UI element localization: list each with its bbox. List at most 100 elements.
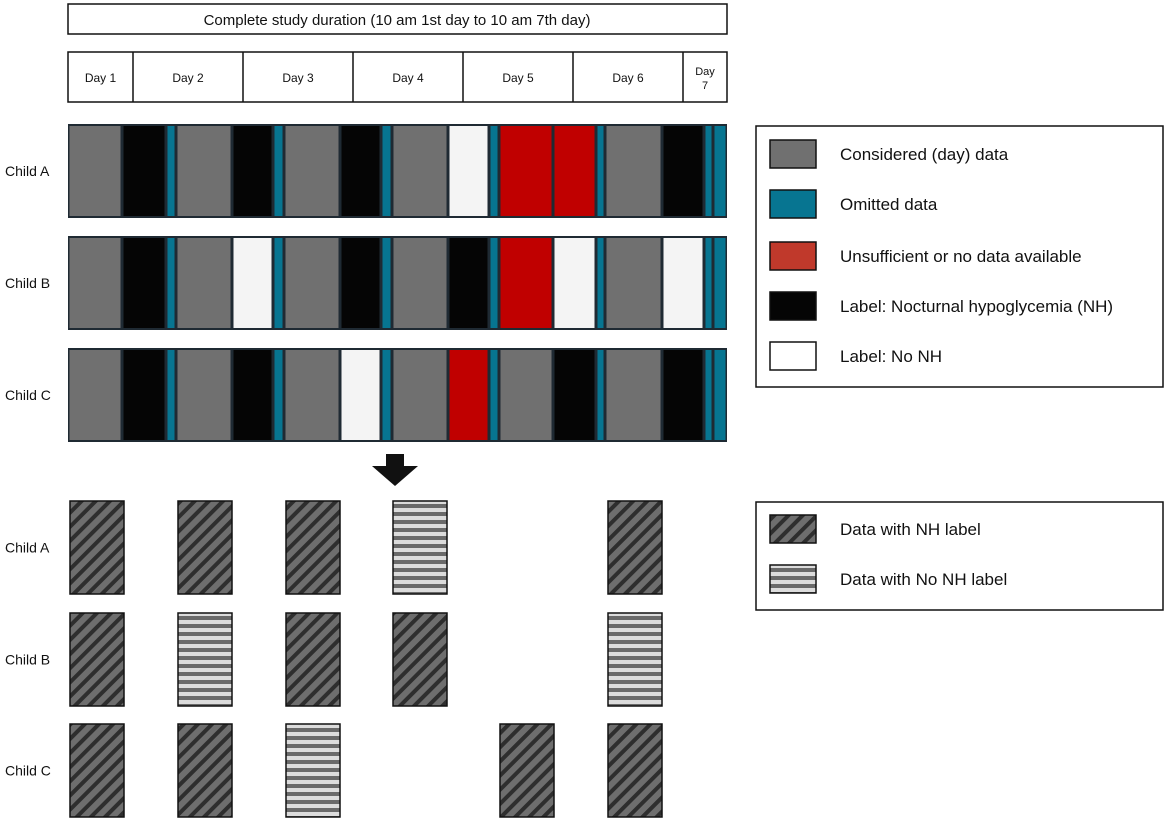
sample-cell-nh <box>499 723 555 818</box>
segment-omitted <box>167 350 175 440</box>
sample-cell-nh <box>177 723 233 818</box>
segment-omitted <box>167 126 175 216</box>
legend-label: Unsufficient or no data available <box>840 247 1082 266</box>
sample-row-label: Child B <box>5 652 50 668</box>
legend-label: Data with No NH label <box>840 570 1007 589</box>
segment-omitted <box>714 126 726 216</box>
segment-omitted <box>382 350 391 440</box>
segment-considered <box>393 350 447 440</box>
legend-top-frame <box>755 125 1164 388</box>
segment-omitted <box>714 238 726 328</box>
segment-nonh <box>341 350 380 440</box>
segment-nonh <box>663 238 703 328</box>
sample-cell-nh <box>69 612 125 707</box>
sample-row-label: Child A <box>5 540 50 556</box>
sample-cell-nonh <box>177 612 233 707</box>
segment-nh <box>663 126 703 216</box>
sample-row-label: Child C <box>5 763 51 779</box>
day-label: Day 4 <box>392 71 424 85</box>
day-label: Day 1 <box>85 71 117 85</box>
segment-considered <box>69 350 121 440</box>
child-label: Child A <box>5 163 50 179</box>
segment-considered <box>606 238 661 328</box>
segment-nh <box>341 126 380 216</box>
sample-cell-nonh <box>607 612 663 707</box>
sample-cell-nh <box>285 612 341 707</box>
sample-cell-nh <box>69 723 125 818</box>
legend-label: Label: Nocturnal hypoglycemia (NH) <box>840 297 1113 316</box>
legend-swatch-insufficient <box>769 241 817 271</box>
segment-omitted <box>274 238 283 328</box>
legend-label: Omitted data <box>840 195 938 214</box>
child-bar-row: Child B <box>5 236 727 330</box>
segment-omitted <box>167 238 175 328</box>
segment-considered <box>500 350 552 440</box>
day-label: Day 6 <box>612 71 644 85</box>
sample-row: Child A <box>5 500 663 595</box>
legend-label: Label: No NH <box>840 347 942 366</box>
legend-bottom-frame <box>755 501 1164 611</box>
segment-nh <box>341 238 380 328</box>
segment-nonh <box>554 238 595 328</box>
day-label: Day 3 <box>282 71 314 85</box>
sample-row: Child C <box>5 723 663 818</box>
segment-nh <box>233 126 272 216</box>
segment-omitted <box>705 350 712 440</box>
segment-nh <box>123 126 165 216</box>
legend-swatch-nonh <box>769 341 817 371</box>
segment-omitted <box>597 126 604 216</box>
segment-omitted <box>274 126 283 216</box>
segment-considered <box>177 126 231 216</box>
segment-considered <box>285 238 339 328</box>
child-bars: Child A Child B Child C <box>5 124 727 442</box>
sample-cell-nh <box>392 612 448 707</box>
day-label: Day 2 <box>172 71 204 85</box>
legend-swatch-omitted <box>769 189 817 219</box>
study-duration-box <box>67 3 728 35</box>
sample-cell-nonh <box>392 500 448 595</box>
segment-omitted <box>705 126 712 216</box>
legend-swatch-nh <box>769 291 817 321</box>
sample-grid: Child A Child B Child C <box>5 500 663 818</box>
legend-label: Considered (day) data <box>840 145 1009 164</box>
segment-considered <box>69 238 121 328</box>
segment-omitted <box>382 238 391 328</box>
study-duration-header: Complete study duration (10 am 1st day t… <box>67 3 728 35</box>
sample-cell-nh <box>607 723 663 818</box>
segment-omitted <box>714 350 726 440</box>
legend-swatch-considered <box>769 139 817 169</box>
segment-considered <box>285 350 339 440</box>
legend-swatch-nh <box>769 514 817 544</box>
segment-omitted <box>382 126 391 216</box>
segment-nh <box>233 350 272 440</box>
segment-insufficient <box>449 350 488 440</box>
segment-insufficient <box>500 238 552 328</box>
sample-cell-nh <box>177 500 233 595</box>
segment-omitted <box>490 350 498 440</box>
legend-swatch-nonh <box>769 564 817 594</box>
segment-omitted <box>597 350 604 440</box>
down-arrow-icon <box>372 454 418 486</box>
sample-cell-nh <box>607 500 663 595</box>
study-duration-title: Complete study duration (10 am 1st day t… <box>204 12 591 29</box>
legend-label: Data with NH label <box>840 520 981 539</box>
segment-considered <box>285 126 339 216</box>
child-bar-row: Child C <box>5 348 727 442</box>
segment-considered <box>177 238 231 328</box>
day-bar-frame <box>67 51 728 103</box>
segment-considered <box>177 350 231 440</box>
segment-nh <box>663 350 703 440</box>
segment-omitted <box>490 238 498 328</box>
segment-considered <box>69 126 121 216</box>
child-label: Child C <box>5 387 51 403</box>
segment-omitted <box>490 126 498 216</box>
segment-considered <box>606 350 661 440</box>
segment-nonh <box>449 126 488 216</box>
segment-omitted <box>274 350 283 440</box>
segment-omitted <box>705 238 712 328</box>
